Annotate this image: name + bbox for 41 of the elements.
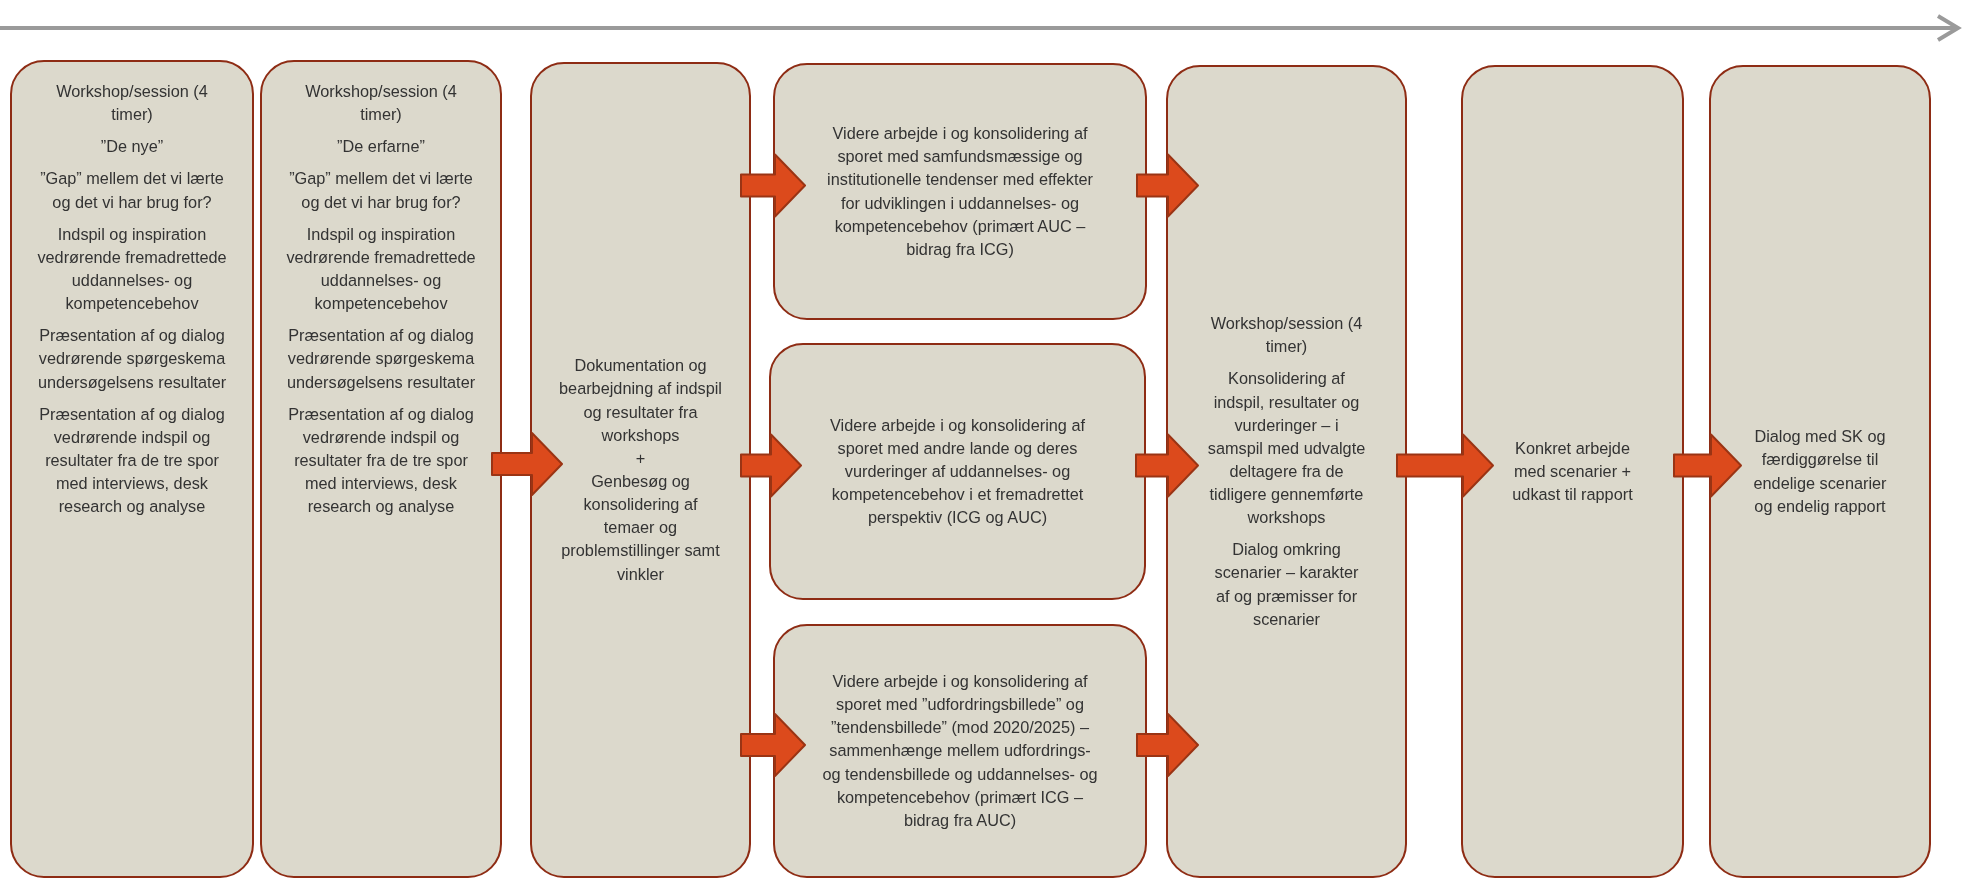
process-box	[10, 60, 254, 878]
box-text: ”De nye”	[100, 136, 164, 158]
box-text: ”De erfarne”	[337, 136, 425, 158]
box-text: Dialog med SK og færdiggørelse til endelige scenarier og endelig rapport	[1752, 426, 1888, 517]
block-arrow	[1136, 713, 1199, 777]
box-text: Præsentation af og dialog vedrørende indspil og resultater fra de tre spor med interviews, desk research og analyse	[38, 403, 226, 518]
box-text: Videre arbejde i og konsolidering af sporet med samfundsmæssige og institutionelle tendenser med effekter for udviklingen i uddannelses- og kompetencebehov (primært AUC – bidrag fra ICG)	[826, 123, 1094, 260]
process-box	[773, 63, 1147, 320]
box-text: Videre arbejde i og konsolidering af sporet med ”udfordringsbillede” og ”tendensbillede” (mod 2020/2025) – sammenhænge mellem udfordrings- og tendensbillede og uddannelses- og kompetencebehov (primært ICG – bidrag fra AUC)	[821, 671, 1099, 831]
block-arrow	[1135, 433, 1199, 498]
box-text: Genbesøg og konsolidering af temaer og problemstillinger samt vinkler	[560, 471, 721, 585]
block-arrow	[740, 153, 806, 218]
box-text: Indspil og inspiration vedrørende fremadrettede uddannelses- og kompetencebehov	[36, 223, 228, 315]
box-text: Dokumentation og bearbejdning af indspil og resultater fra workshops	[558, 355, 723, 446]
box-text: Konsolidering af indspil, resultater og vurderinger – i samspil med udvalgte deltagere fra de tidligere gennemførte workshops	[1206, 368, 1367, 529]
box-text: Workshop/session (4 timer)	[304, 81, 458, 126]
block-arrow	[740, 433, 802, 498]
process-box	[773, 624, 1147, 878]
box-text: Præsentation af og dialog vedrørende spørgeskema undersøgelsens resultater	[286, 325, 476, 393]
process-box	[260, 60, 502, 878]
process-box	[1709, 65, 1931, 878]
process-box	[1166, 65, 1407, 878]
box-text: Workshop/session (4 timer)	[1209, 313, 1364, 358]
block-arrow	[1136, 153, 1199, 218]
box-text: Dialog omkring scenarier – karakter af og præmisser for scenarier	[1213, 539, 1360, 630]
box-text: Indspil og inspiration vedrørende fremadrettede uddannelses- og kompetencebehov	[286, 223, 476, 315]
process-box	[1461, 65, 1684, 878]
box-text: Konkret arbejde med scenarier + udkast til rapport	[1511, 437, 1634, 506]
process-box	[769, 343, 1146, 600]
box-text: Workshop/session (4 timer)	[55, 81, 209, 126]
block-arrow	[1673, 433, 1742, 498]
block-arrow	[1396, 433, 1494, 498]
box-text: Præsentation af og dialog vedrørende indspil og resultater fra de tre spor med interviews, desk research og analyse	[287, 403, 475, 518]
block-arrow	[740, 713, 806, 777]
box-text: +	[635, 447, 646, 469]
box-text: Videre arbejde i og konsolidering af sporet med andre lande og deres vurderinger af uddannelses- og kompetencebehov i et fremadrettet perspektiv (ICG og AUC)	[829, 414, 1086, 529]
box-text: Præsentation af og dialog vedrørende spørgeskema undersøgelsens resultater	[36, 325, 228, 393]
block-arrow	[491, 432, 563, 496]
process-box	[530, 62, 751, 878]
box-text: ”Gap” mellem det vi lærte og det vi har brug for?	[288, 168, 474, 213]
box-text: ”Gap” mellem det vi lærte og det vi har brug for?	[39, 168, 225, 213]
